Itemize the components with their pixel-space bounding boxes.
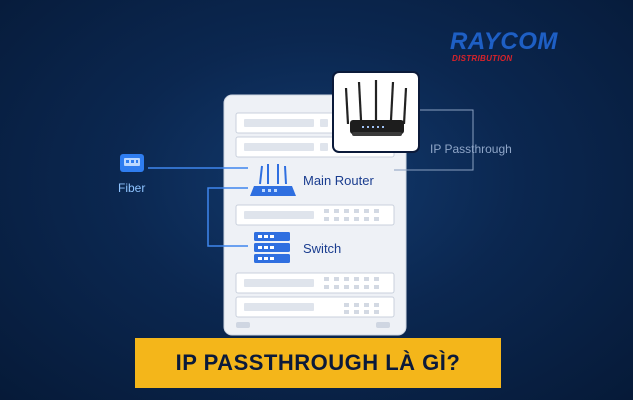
- raycom-logo: RAYCOM DISTRIBUTION: [450, 28, 600, 64]
- brand-name: RAYCOM: [450, 28, 558, 55]
- brand-subtitle: DISTRIBUTION: [452, 54, 513, 63]
- banner-title: IP PASSTHROUGH LÀ GÌ?: [175, 350, 461, 375]
- switch-label: Switch: [303, 241, 342, 256]
- server-rack: [223, 94, 407, 336]
- router-icon: [250, 164, 296, 196]
- fiber-modem-icon: [120, 154, 144, 172]
- fiber-label: Fiber: [118, 181, 146, 195]
- main-router-label: Main Router: [303, 173, 374, 188]
- passthrough-router-callout: [332, 71, 420, 153]
- router-icon: [344, 80, 408, 125]
- ip-passthrough-label: IP Passthrough: [430, 142, 512, 156]
- title-banner: IP PASSTHROUGH LÀ GÌ?: [135, 338, 501, 388]
- switch-icon: [254, 232, 290, 263]
